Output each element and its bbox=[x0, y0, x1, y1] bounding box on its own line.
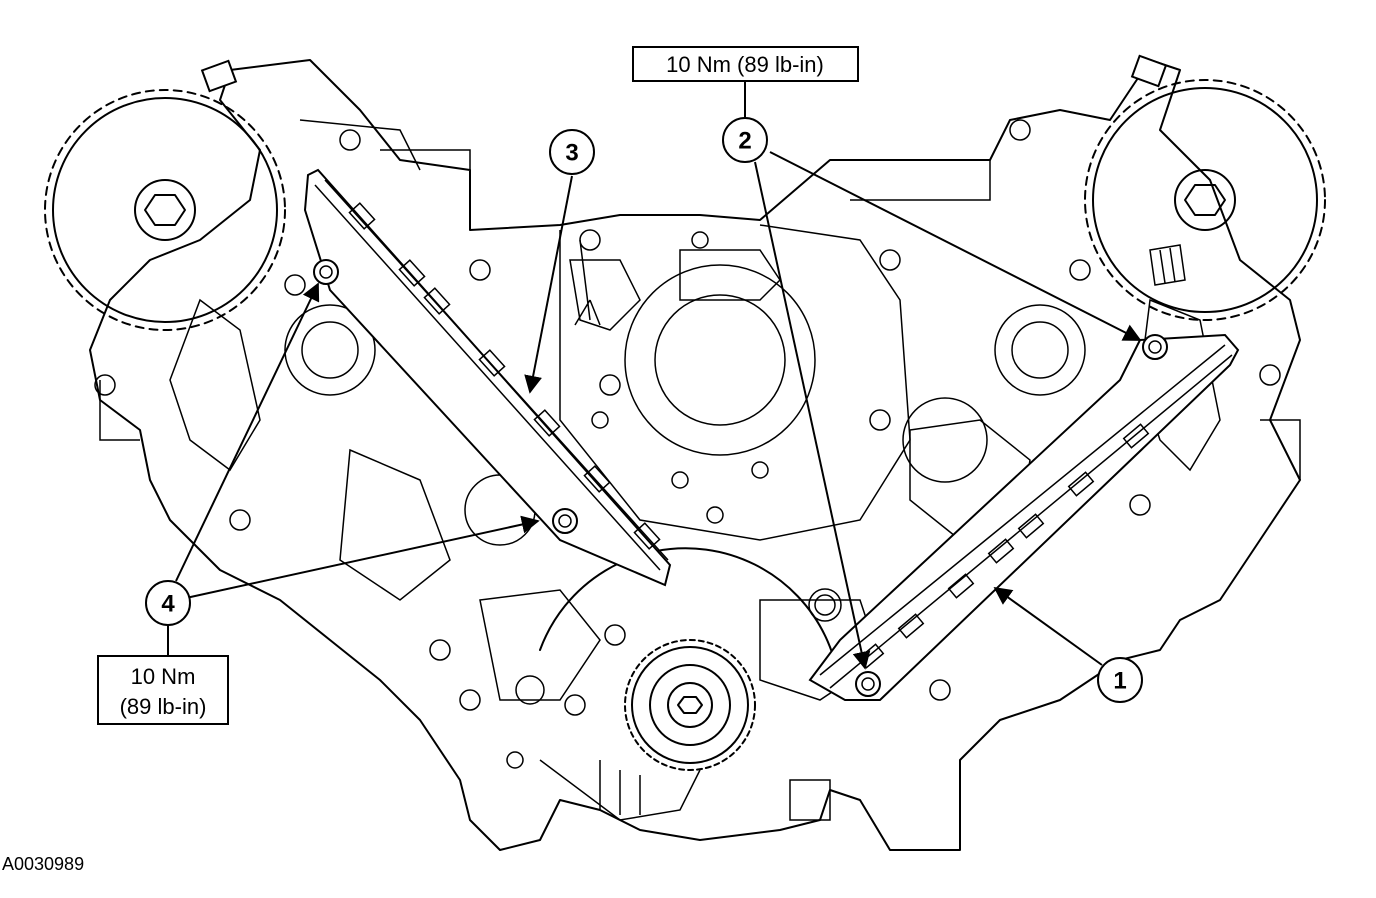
callout-1: 1 bbox=[1097, 657, 1143, 703]
torque-spec-top: 10 Nm (89 lb-in) bbox=[632, 46, 859, 82]
callout-2-label: 2 bbox=[738, 128, 751, 155]
callout-3: 3 bbox=[549, 129, 595, 175]
torque-spec-top-text: 10 Nm (89 lb-in) bbox=[666, 52, 824, 77]
right-timing-chain-guide bbox=[808, 333, 1240, 701]
callout-4-label: 4 bbox=[161, 591, 175, 618]
bolt-holes bbox=[94, 119, 1281, 769]
guide-bolts bbox=[313, 259, 1168, 697]
callout-3-label: 3 bbox=[565, 140, 578, 167]
left-timing-chain-guide bbox=[303, 168, 672, 587]
right-cam-sprocket bbox=[1084, 79, 1326, 321]
block-bores bbox=[284, 264, 1086, 546]
callout-1-label: 1 bbox=[1113, 668, 1126, 695]
torque-spec-bottom: 10 Nm (89 lb-in) bbox=[97, 655, 229, 725]
callout-2: 2 bbox=[722, 117, 768, 163]
crankshaft-sprocket bbox=[539, 547, 841, 771]
figure-id: A0030989 bbox=[2, 854, 84, 874]
bolt-right-upper bbox=[1142, 334, 1168, 360]
callout-4: 4 bbox=[145, 580, 191, 626]
leader-lines bbox=[167, 81, 1142, 670]
torque-spec-bottom-line2: (89 lb-in) bbox=[120, 694, 207, 719]
bolt-left-lower bbox=[552, 508, 578, 534]
torque-spec-bottom-line1: 10 Nm bbox=[131, 664, 196, 689]
left-cam-sprocket bbox=[44, 89, 286, 331]
bolt-left-upper bbox=[313, 259, 339, 285]
bolt-right-lower bbox=[855, 671, 881, 697]
